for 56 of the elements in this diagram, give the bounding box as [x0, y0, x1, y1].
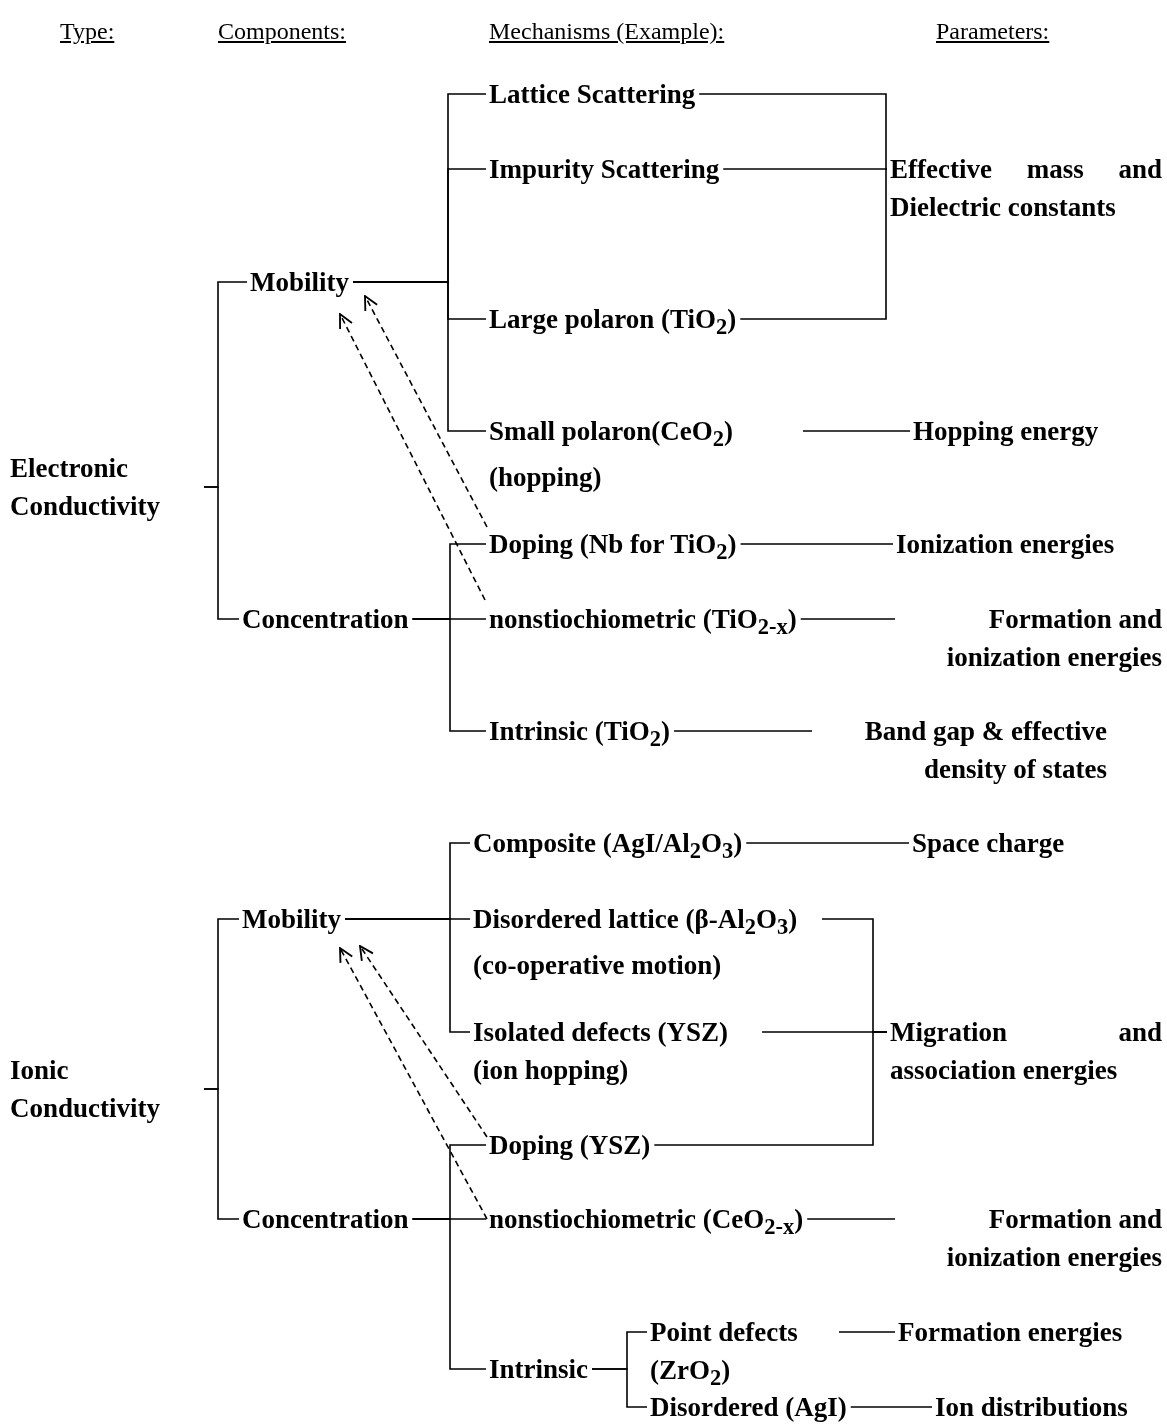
connector-line [739, 543, 894, 545]
arrow [339, 947, 488, 1220]
mechanism-label: Small polaron(CeO$_{2}$) (hopping) [489, 412, 799, 497]
mechanism-label: Impurity Scattering [489, 150, 720, 188]
mechanism-label: Composite (AgI/Al$_{2}$O$_{3}$) [473, 824, 743, 871]
connector-line [799, 618, 896, 620]
connector-line [352, 281, 487, 432]
parameter-label: Formation and ionization energies [898, 600, 1162, 676]
mechanism-label: Disordered lattice (β-Al$_{2}$O$_{3}$) (co-operative motion) [473, 900, 818, 985]
mechanism-label: Lattice Scattering [489, 75, 696, 113]
connector-line [802, 430, 911, 432]
connector-line [838, 1331, 896, 1333]
parameter-label: Band gap & effective density of states [815, 712, 1107, 788]
connector-line [698, 93, 888, 170]
connector-line [203, 1088, 240, 1220]
connector-line [722, 168, 888, 170]
connector-line [203, 486, 240, 620]
mechanism-label: nonstiochiometric (CeO$_{2-x}$) [489, 1200, 804, 1247]
parameter-label: Hopping energy [913, 412, 1099, 450]
parameter-label: Ionization energies [896, 525, 1115, 563]
column-heading: Mechanisms (Example): [489, 17, 725, 46]
type-label: Ionic Conductivity [10, 1051, 200, 1127]
mechanism-label: Intrinsic [489, 1350, 588, 1388]
parameter-label: Formation energies [898, 1313, 1123, 1351]
connector-line [591, 1368, 648, 1408]
mechanism-label: Doping (Nb for TiO$_{2}$) [489, 525, 737, 572]
connector-line [806, 1218, 896, 1220]
column-heading: Components: [218, 17, 346, 46]
mechanism-label: nonstiochiometric (TiO$_{2-x}$) [489, 600, 797, 647]
connector-line [411, 618, 487, 732]
arrow [364, 295, 488, 528]
mechanism-label: Intrinsic (TiO$_{2}$) [489, 712, 671, 759]
arrow [339, 313, 486, 601]
component-label: Concentration [242, 600, 409, 638]
component-label: Mobility [250, 263, 349, 301]
connector-line [849, 1406, 933, 1408]
connector-line [653, 1031, 888, 1146]
component-label: Concentration [242, 1200, 409, 1238]
mechanism-label: Doping (YSZ) [489, 1126, 651, 1164]
column-heading: Parameters: [936, 17, 1050, 46]
parameter-label: Formation and ionization energies [898, 1200, 1162, 1276]
parameter-label: Space charge [912, 824, 1065, 862]
connector-line [745, 842, 910, 844]
mechanism-label: Large polaron (TiO$_{2}$) [489, 300, 737, 347]
type-label: Electronic Conductivity [10, 449, 200, 525]
connector-line [739, 168, 888, 320]
parameter-label: Effective mass and Dielectric constants [890, 150, 1162, 226]
parameter-label: Migration and association energies [890, 1013, 1162, 1089]
connector-line [411, 1218, 487, 1370]
connector-line [344, 918, 471, 1033]
mechanism-label: Isolated defects (YSZ) (ion hopping) [473, 1013, 758, 1089]
component-label: Mobility [242, 900, 341, 938]
parameter-label: Ion distributions [935, 1388, 1128, 1424]
connector-line [673, 730, 813, 732]
arrow [359, 945, 488, 1138]
column-heading: Type: [60, 17, 115, 46]
